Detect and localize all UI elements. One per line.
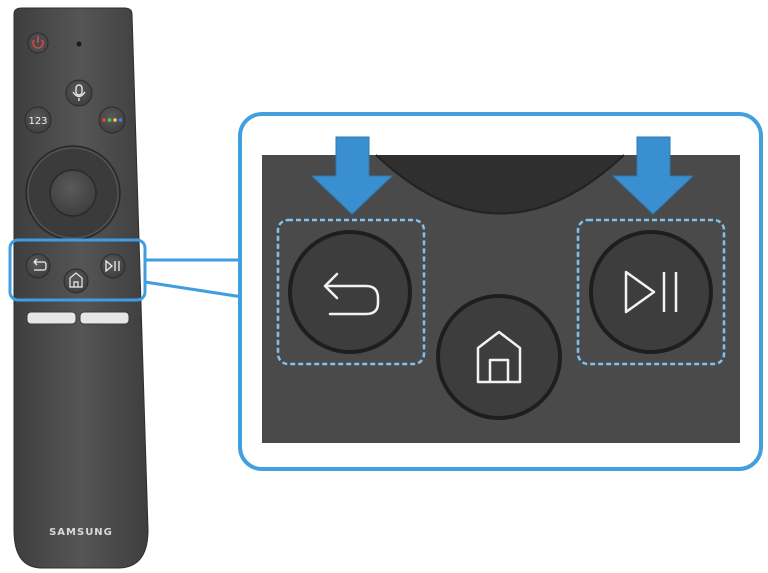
number-pad-icon: 123 <box>28 116 47 127</box>
power-button[interactable] <box>27 32 49 54</box>
direction-pad-arc <box>375 154 625 215</box>
channel-rocker[interactable] <box>79 311 130 325</box>
return-button-small[interactable] <box>25 253 51 279</box>
remote-highlight-frame <box>8 238 147 302</box>
power-icon <box>32 36 44 49</box>
color-dots-icon <box>102 118 123 122</box>
zoom-callout <box>238 112 763 471</box>
play-pause-button[interactable] <box>589 230 713 354</box>
remote-control: 123 <box>8 7 149 569</box>
play-pause-pointer-arrow-icon <box>611 136 695 215</box>
number-pad-button[interactable]: 123 <box>24 106 52 134</box>
home-button[interactable] <box>436 294 562 420</box>
select-button[interactable] <box>49 169 97 217</box>
home-button-small[interactable] <box>63 268 89 294</box>
volume-rocker[interactable] <box>26 311 77 325</box>
play-pause-icon <box>105 259 120 273</box>
return-button[interactable] <box>288 230 412 354</box>
return-highlight-box <box>276 218 426 366</box>
direction-pad-button[interactable] <box>25 145 121 241</box>
home-icon <box>476 330 522 384</box>
return-icon <box>323 272 380 316</box>
microphone-button[interactable] <box>65 79 93 107</box>
color-button[interactable] <box>98 106 126 134</box>
play-pause-highlight-box <box>576 218 726 366</box>
return-pointer-arrow-icon <box>310 136 394 215</box>
return-icon <box>33 258 47 271</box>
microphone-icon <box>72 84 86 101</box>
play-pause-icon <box>624 270 678 314</box>
brand-logo: SAMSUNG <box>49 527 113 538</box>
ir-sensor <box>76 41 82 47</box>
play-pause-button-small[interactable] <box>100 253 126 279</box>
home-icon <box>69 272 83 288</box>
